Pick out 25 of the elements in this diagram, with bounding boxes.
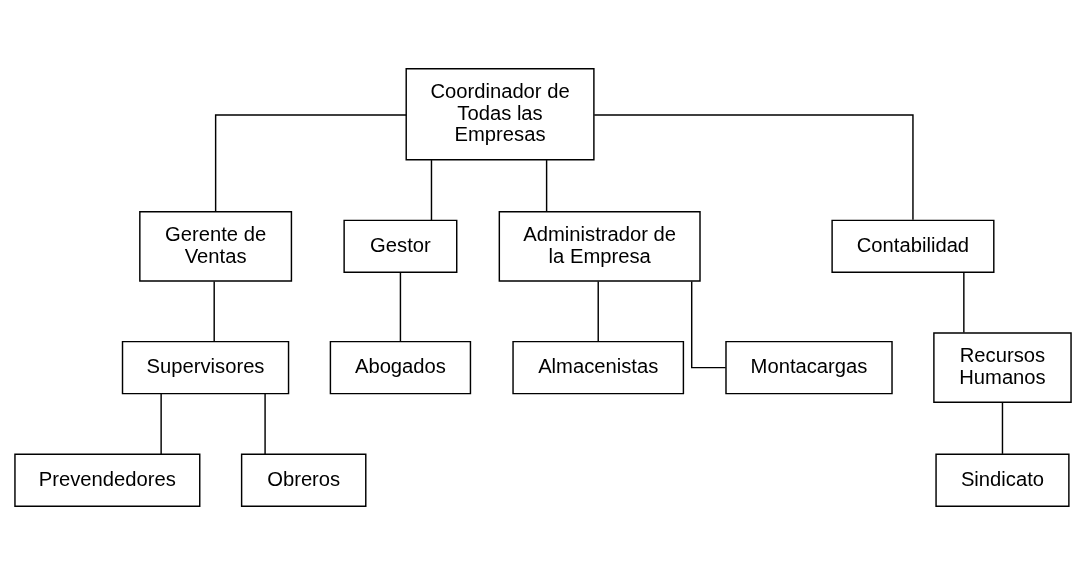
node-box: Recursos Humanos [933,332,1072,403]
node-box: Prevendedores [14,453,201,507]
node-box: Montacargas [725,340,893,395]
node-box: Contabilidad [831,219,995,274]
connector [593,114,914,221]
node-box: Sindicato [935,453,1070,507]
connector [213,280,215,343]
connector [691,280,727,369]
connector [399,271,402,343]
connector [597,280,599,343]
node-box: Gerente de Ventas [139,211,293,282]
connector [264,393,266,455]
connector [1001,401,1004,455]
node-box: Obreros [240,453,367,507]
connector [430,159,433,221]
node-box: Almacenistas [512,340,685,395]
connector [160,393,162,455]
node-box: Abogados [329,340,472,395]
node-box: Administrador de la Empresa [498,211,701,282]
node-box: Coordinador de Todas las Empresas [405,68,595,161]
connector [545,159,548,213]
connector [963,271,965,334]
connector [214,114,407,212]
node-box: Supervisores [121,340,290,395]
node-box: Gestor [343,219,458,274]
